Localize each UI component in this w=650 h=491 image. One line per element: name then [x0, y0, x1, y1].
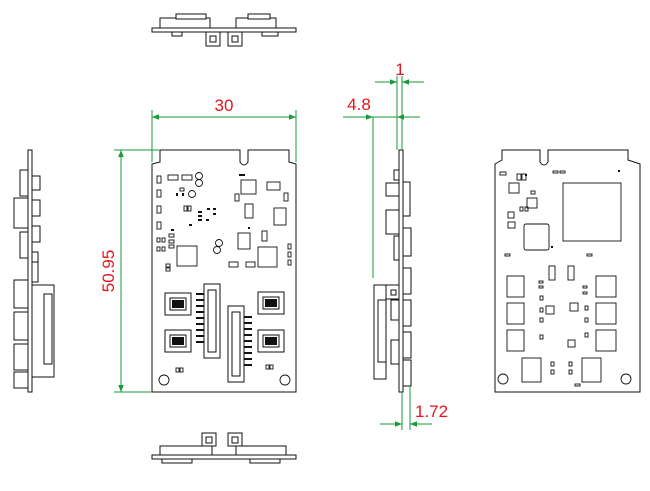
dimension-pcb-thickness: 1 [375, 60, 424, 150]
dimension-width: 30 [151, 96, 297, 162]
top-edge-view [151, 13, 297, 47]
dimension-pcb-thickness-label: 1 [395, 60, 404, 79]
dimension-top-component-height: 4.8 [343, 95, 420, 278]
front-view-pcb [151, 149, 297, 393]
dimension-height-label: 50.95 [99, 250, 118, 293]
dimension-width-label: 30 [215, 96, 234, 115]
dimension-bottom-height-label: 1.72 [415, 402, 448, 421]
side-view-left [13, 149, 55, 393]
dimension-top-height-label: 4.8 [347, 95, 371, 114]
dimension-bottom-component-height: 1.72 [380, 386, 448, 430]
dimension-height: 50.95 [99, 149, 160, 393]
back-view-pcb [494, 149, 641, 393]
bottom-edge-view [151, 432, 297, 464]
connector-group [164, 283, 285, 383]
side-view-right [373, 149, 412, 393]
